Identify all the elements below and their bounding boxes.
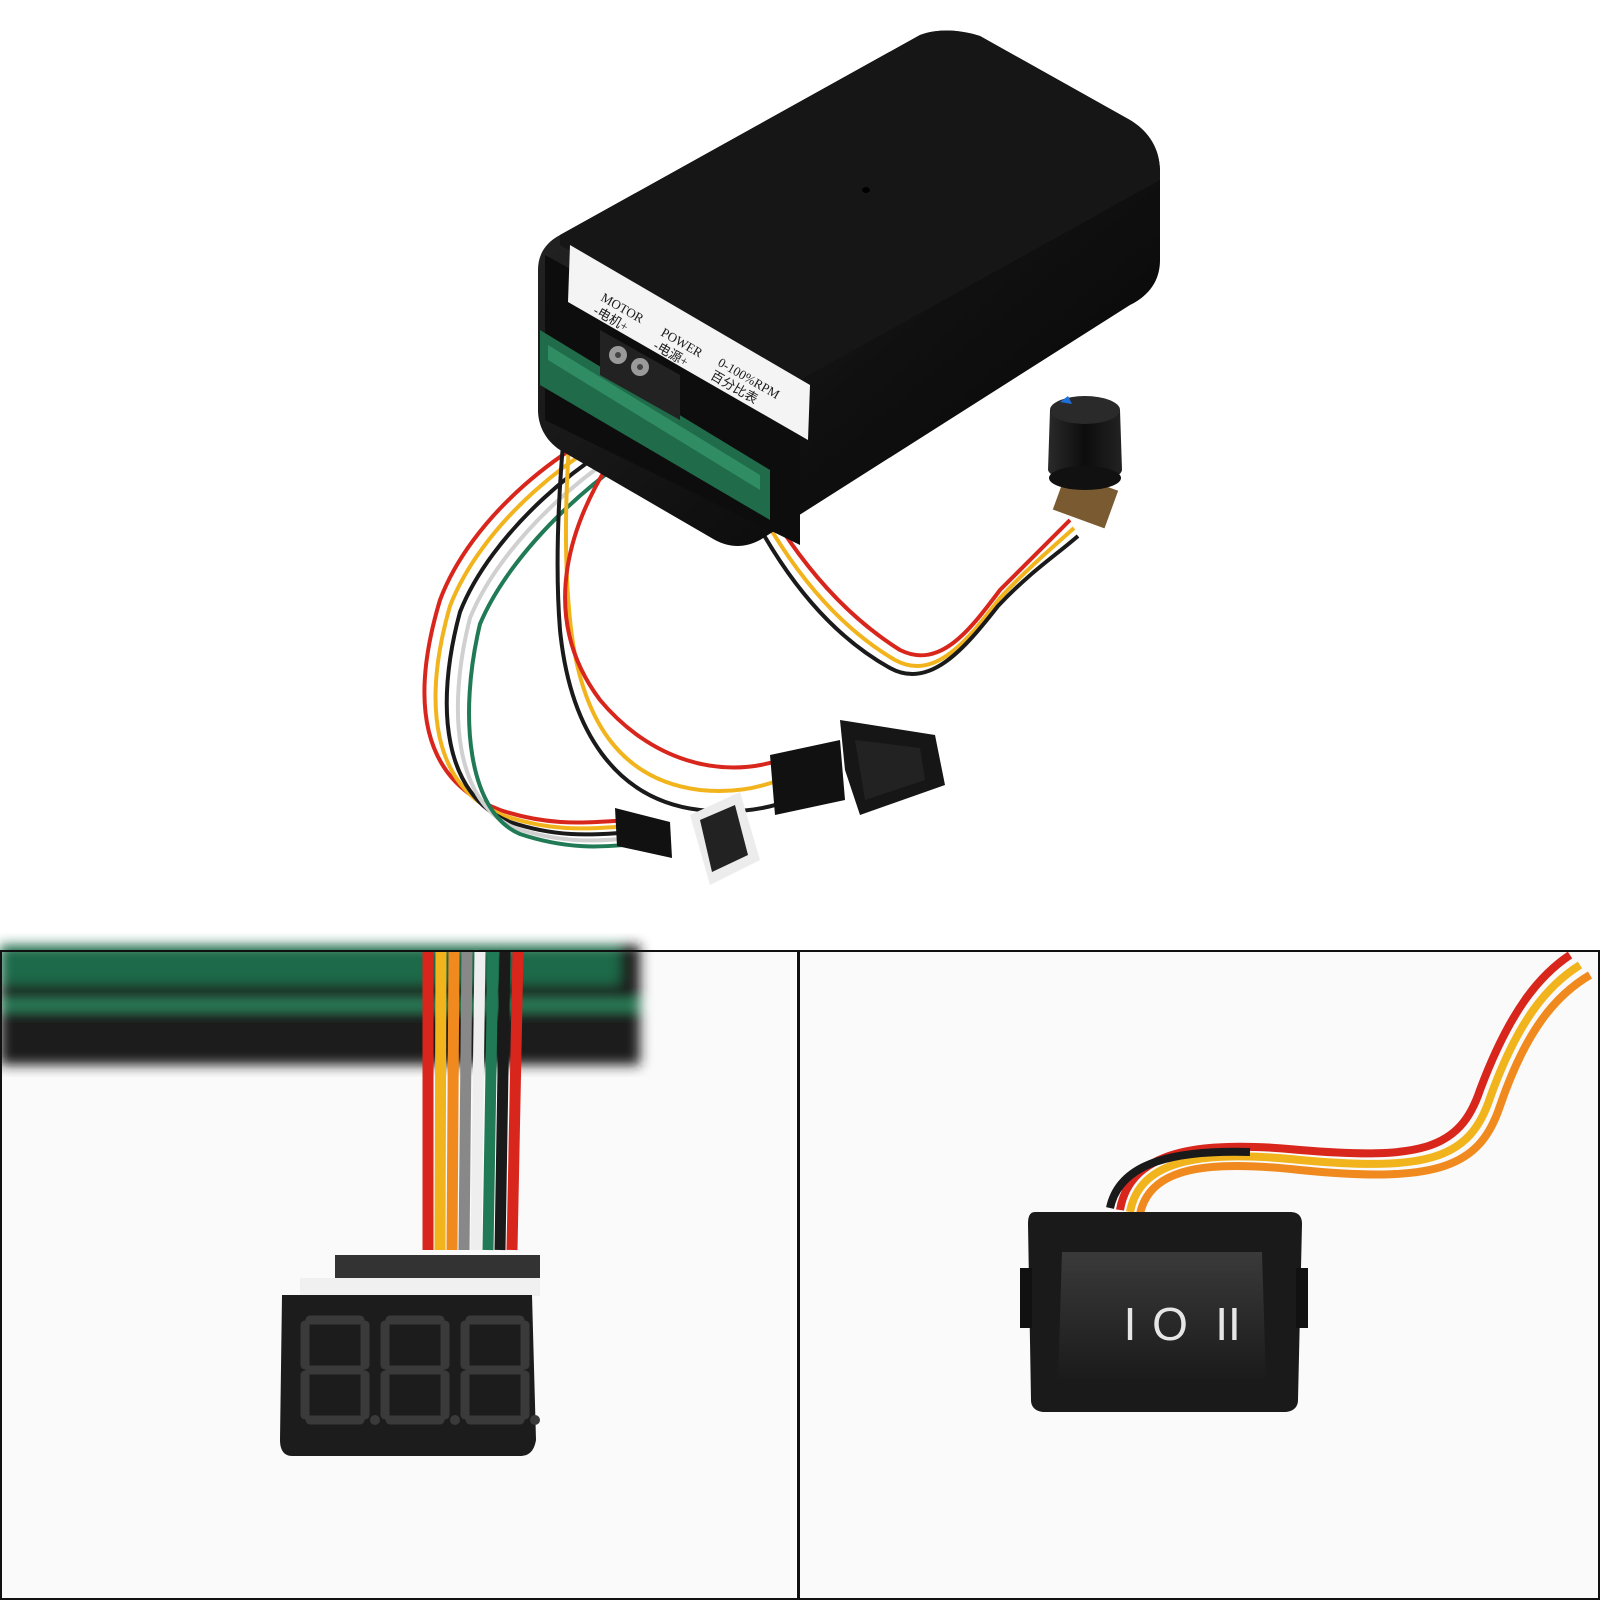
small-led-display xyxy=(615,792,760,885)
switch-wire-bundle xyxy=(1106,951,1593,1215)
knob-indicator-icon xyxy=(1060,396,1072,404)
switch-symbol-on2: II xyxy=(1215,1298,1241,1350)
top-product-photo: MOTOR -电机+ POWER -电源+ 0-100%RPM 百分比表 xyxy=(422,30,1160,885)
controller-label: MOTOR -电机+ POWER -电源+ 0-100%RPM 百分比表 xyxy=(568,245,810,440)
potentiometer-knob xyxy=(1048,396,1122,529)
closeup-switch-panel: I O II xyxy=(800,951,1598,1598)
closeup-display-panel xyxy=(0,945,796,1598)
display-wire-bundle xyxy=(422,949,524,1251)
right-panel-border xyxy=(798,950,1600,1600)
rocker-switch-small xyxy=(770,720,945,815)
case-hole xyxy=(862,187,870,193)
rocker-switch: I O II xyxy=(1020,1212,1308,1412)
switch-symbol-off: O xyxy=(1152,1298,1188,1350)
controller-case xyxy=(538,30,1160,546)
three-digit-led-display xyxy=(280,1295,540,1456)
switch-symbol-on: I xyxy=(1124,1298,1137,1350)
